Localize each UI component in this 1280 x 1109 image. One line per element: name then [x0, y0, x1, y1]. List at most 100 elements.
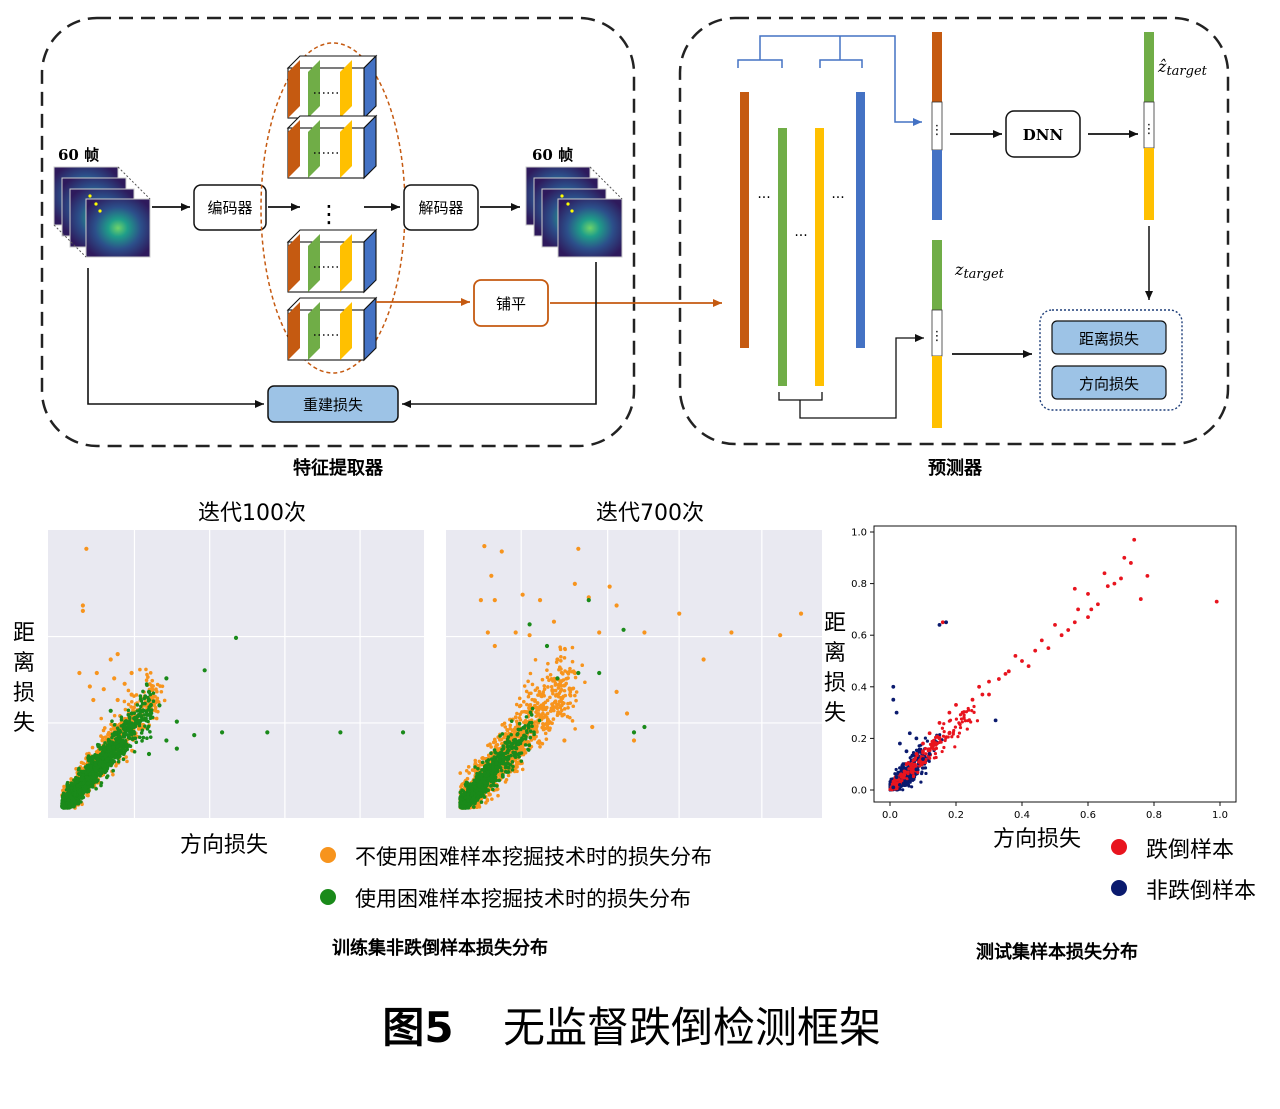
data-point [122, 735, 127, 739]
data-point [80, 608, 85, 614]
data-point [551, 691, 555, 696]
dnn-label: DNN [1023, 126, 1064, 144]
data-point [546, 717, 550, 722]
data-point [614, 603, 619, 608]
data-point [482, 795, 487, 799]
data-point [90, 754, 95, 759]
data-point [545, 711, 550, 716]
data-point [90, 745, 95, 750]
data-point [519, 759, 524, 763]
data-point [99, 783, 103, 788]
data-point [485, 788, 490, 792]
data-point [115, 744, 120, 749]
data-point [117, 739, 121, 744]
data-point [80, 603, 85, 608]
data-point [86, 781, 91, 786]
data-point [546, 661, 550, 666]
data-point [487, 776, 491, 780]
data-point [559, 684, 564, 688]
data-point [556, 683, 561, 687]
data-point [572, 581, 577, 587]
data-point [140, 728, 145, 733]
data-point [523, 750, 528, 755]
data-point [523, 724, 527, 728]
data-point [576, 546, 581, 551]
data-point [164, 676, 169, 681]
data-point [545, 723, 549, 728]
data-point [491, 787, 495, 792]
data-point [566, 672, 571, 676]
data-point [527, 691, 532, 696]
data-point [631, 730, 637, 735]
direction-loss-label: 方向损失 [1079, 375, 1139, 393]
data-point [174, 746, 179, 751]
data-point [701, 657, 706, 662]
data-point [79, 800, 83, 804]
input-frames-stack: 60 帧 [53, 146, 151, 258]
data-point [144, 682, 149, 686]
data-point [516, 742, 521, 747]
data-point [129, 699, 134, 704]
data-point [473, 761, 478, 766]
data-point [490, 797, 494, 801]
encoder-label: 编码器 [207, 199, 252, 217]
data-point [80, 775, 84, 780]
data-point [494, 751, 498, 755]
data-point [570, 659, 575, 664]
data-point [477, 784, 481, 788]
data-point [489, 573, 494, 578]
data-point [139, 698, 144, 703]
data-point [501, 751, 506, 756]
data-point [562, 688, 567, 693]
data-point [96, 757, 100, 761]
data-point [486, 766, 491, 771]
data-point [145, 672, 149, 677]
data-point [142, 696, 147, 701]
data-point [134, 715, 139, 720]
data-point [148, 682, 152, 686]
data-point [61, 788, 65, 793]
data-point [119, 717, 124, 722]
data-point [146, 689, 152, 695]
data-point [551, 717, 556, 721]
data-point [563, 647, 567, 652]
data-point [139, 713, 144, 718]
data-point [132, 705, 137, 710]
data-point [543, 731, 548, 736]
data-point [90, 785, 95, 789]
data-point [94, 786, 98, 791]
data-point [513, 725, 518, 730]
data-point [96, 772, 100, 776]
data-point [572, 670, 577, 676]
data-point [532, 698, 537, 702]
data-point [116, 759, 121, 764]
data-point [154, 687, 158, 692]
data-point [114, 737, 118, 741]
data-point [498, 738, 502, 742]
data-point [514, 702, 519, 707]
data-point [548, 695, 552, 700]
encoder-box: 编码器 [193, 184, 267, 231]
data-point [504, 778, 509, 782]
data-point [487, 792, 492, 797]
flatten-label: 铺平 [496, 295, 526, 313]
data-point [91, 772, 95, 777]
data-point [586, 598, 591, 603]
data-point [560, 672, 565, 676]
data-point [498, 734, 502, 738]
data-point [116, 755, 120, 760]
data-point [476, 791, 481, 795]
data-point [548, 726, 552, 730]
data-point [95, 753, 100, 758]
data-point [471, 781, 476, 786]
data-point [132, 730, 136, 734]
data-point [527, 743, 531, 747]
data-point [511, 764, 515, 769]
data-point [126, 713, 131, 717]
data-point [138, 707, 142, 712]
data-point [522, 699, 526, 704]
data-point [129, 705, 133, 709]
data-point [103, 741, 107, 745]
